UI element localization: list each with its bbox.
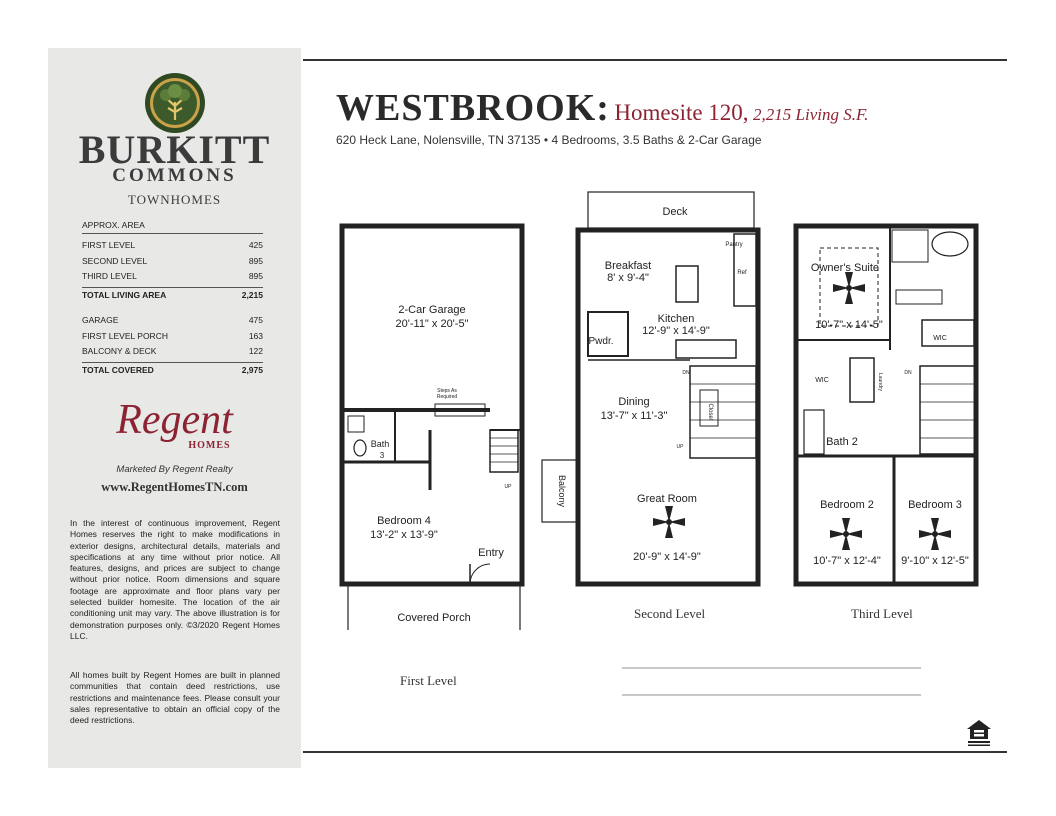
area-label: FIRST LEVEL PORCH	[82, 330, 168, 341]
signature-line	[622, 667, 921, 669]
room-label-bedroom4: Bedroom 4	[377, 515, 431, 527]
room-label-bedroom3: Bedroom 3	[908, 499, 962, 511]
brand-subname: COMMONS	[112, 165, 237, 186]
room-label-great-room: Great Room	[637, 493, 697, 505]
room-label-kitchen: Kitchen	[658, 313, 695, 325]
address-line: 620 Heck Lane, Nolensville, TN 37135 • 4…	[336, 133, 762, 147]
room-dim-owners-suite: 10'-7" x 14'-5"	[815, 319, 883, 331]
header-rule	[303, 59, 1007, 61]
room-label-porch: Covered Porch	[397, 612, 470, 624]
room-dim-bedroom2: 10'-7" x 12'-4"	[813, 555, 881, 567]
room-label-bath2: Bath 2	[826, 436, 858, 448]
builder-logo-text: Regent	[116, 397, 233, 443]
builder-logo: Regent HOMES	[48, 397, 301, 451]
area-label: SECOND LEVEL	[82, 255, 148, 266]
second-level-outline	[575, 227, 761, 587]
room-label-laundry: Laundry	[877, 373, 883, 392]
stair-down-label: DN	[682, 370, 690, 376]
room-dim-dining: 13'-7" x 11'-3"	[601, 410, 668, 422]
area-value: 163	[248, 330, 263, 341]
area-label: TOTAL LIVING AREA	[82, 289, 167, 300]
room-dim-great-room: 20'-9" x 14'-9"	[633, 551, 701, 563]
tree-emblem-icon	[145, 73, 205, 133]
room-label-owners-suite: Owner's Suite	[811, 262, 879, 274]
area-row: GARAGE 475	[82, 313, 263, 329]
room-label-balcony: Balcony	[557, 475, 567, 508]
sidebar: BURKITT COMMONS TOWNHOMES APPROX. AREA F…	[48, 48, 301, 768]
area-row: FIRST LEVEL 425	[82, 238, 263, 254]
room-label-bedroom2: Bedroom 2	[820, 499, 874, 511]
area-value: 895	[248, 255, 263, 266]
balcony	[541, 459, 579, 523]
room-label-wic: WIC	[933, 335, 947, 342]
room-label-deck: Deck	[662, 206, 688, 218]
ceiling-fan-icon	[833, 272, 865, 304]
builder-logo-sub: HOMES	[188, 440, 231, 451]
equal-housing-icon	[967, 720, 991, 746]
ceiling-fan-icon	[830, 518, 862, 550]
level-label-second: Second Level	[634, 606, 706, 621]
website-link[interactable]: www.RegentHomesTN.com	[101, 480, 248, 494]
marketed-by: Marketed By Regent Realty	[116, 464, 233, 475]
area-table: APPROX. AREA FIRST LEVEL 425 SECOND LEVEL…	[82, 220, 263, 378]
area-label: GARAGE	[82, 315, 119, 325]
model-name: WESTBROOK:	[336, 87, 610, 129]
ceiling-fan-icon	[919, 518, 951, 550]
area-row-total: TOTAL LIVING AREA 2,215	[82, 286, 263, 304]
area-row: THIRD LEVEL 895	[82, 269, 263, 285]
room-dim-breakfast: 8' x 9'-4"	[607, 272, 649, 284]
living-area: 2,215 Living S.F.	[753, 105, 869, 124]
area-row-total: TOTAL COVERED 2,975	[82, 361, 263, 379]
stair-up-label: UP	[677, 444, 685, 450]
room-label-ref: Ref	[737, 270, 747, 276]
stair-up-label: UP	[505, 484, 513, 490]
deed-restrictions-text: All homes built by Regent Homes are buil…	[70, 670, 280, 726]
area-value: 2,215	[241, 289, 263, 300]
area-value: 475	[248, 315, 263, 325]
room-label-dining: Dining	[618, 396, 649, 408]
third-level-outline	[793, 223, 979, 587]
area-value: 2,975	[241, 364, 263, 375]
area-label: TOTAL COVERED	[82, 364, 154, 375]
homesite-label: Homesite 120,	[614, 100, 749, 125]
room-dim-garage: 20'-11" x 20'-5"	[396, 318, 469, 330]
level-label-first: First Level	[400, 673, 457, 688]
level-label-third: Third Level	[851, 606, 913, 621]
covered-porch	[347, 583, 521, 630]
area-value: 122	[248, 346, 263, 356]
room-label-wic-2: WIC	[815, 377, 829, 384]
brand-type: TOWNHOMES	[127, 192, 222, 207]
stair-down-label: DN	[904, 370, 912, 376]
disclaimer-text: In the interest of continuous improvemen…	[70, 518, 280, 641]
room-label-bath3-num: 3	[380, 451, 385, 460]
area-row: FIRST LEVEL PORCH 163	[82, 329, 263, 345]
area-row: BALCONY & DECK 122	[82, 344, 263, 360]
room-label-closet: Closet	[707, 403, 713, 420]
steps-note-2: Required	[437, 394, 458, 400]
area-value: 895	[248, 271, 263, 281]
area-header: APPROX. AREA	[82, 220, 263, 234]
room-dim-bedroom4: 13'-2" x 13'-9"	[370, 529, 438, 541]
area-label: BALCONY & DECK	[82, 346, 157, 356]
brand-name: BURKITT	[78, 127, 271, 172]
room-label-garage: 2-Car Garage	[398, 304, 465, 316]
area-row: SECOND LEVEL 895	[82, 254, 263, 270]
signature-line	[622, 694, 921, 696]
room-dim-bedroom3: 9'-10" x 12'-5"	[901, 555, 969, 567]
footer-rule	[303, 751, 1007, 753]
area-label: FIRST LEVEL	[82, 240, 136, 250]
ceiling-fan-icon	[653, 506, 685, 538]
room-label-pantry: Pantry	[725, 242, 742, 248]
room-label-powder: Pwdr.	[588, 336, 613, 347]
steps-note: Steps As	[437, 388, 457, 394]
room-label-breakfast: Breakfast	[605, 260, 651, 272]
area-label: THIRD LEVEL	[82, 271, 137, 281]
room-label-bath3: Bath	[371, 439, 390, 449]
room-label-entry: Entry	[478, 547, 504, 559]
page-title: WESTBROOK: Homesite 120, 2,215 Living S.…	[336, 86, 868, 130]
floor-plans: 2-Car Garage 20'-11" x 20'-5" Steps As R…	[339, 191, 979, 630]
area-value: 425	[248, 240, 263, 250]
room-dim-kitchen: 12'-9" x 14'-9"	[642, 325, 710, 337]
